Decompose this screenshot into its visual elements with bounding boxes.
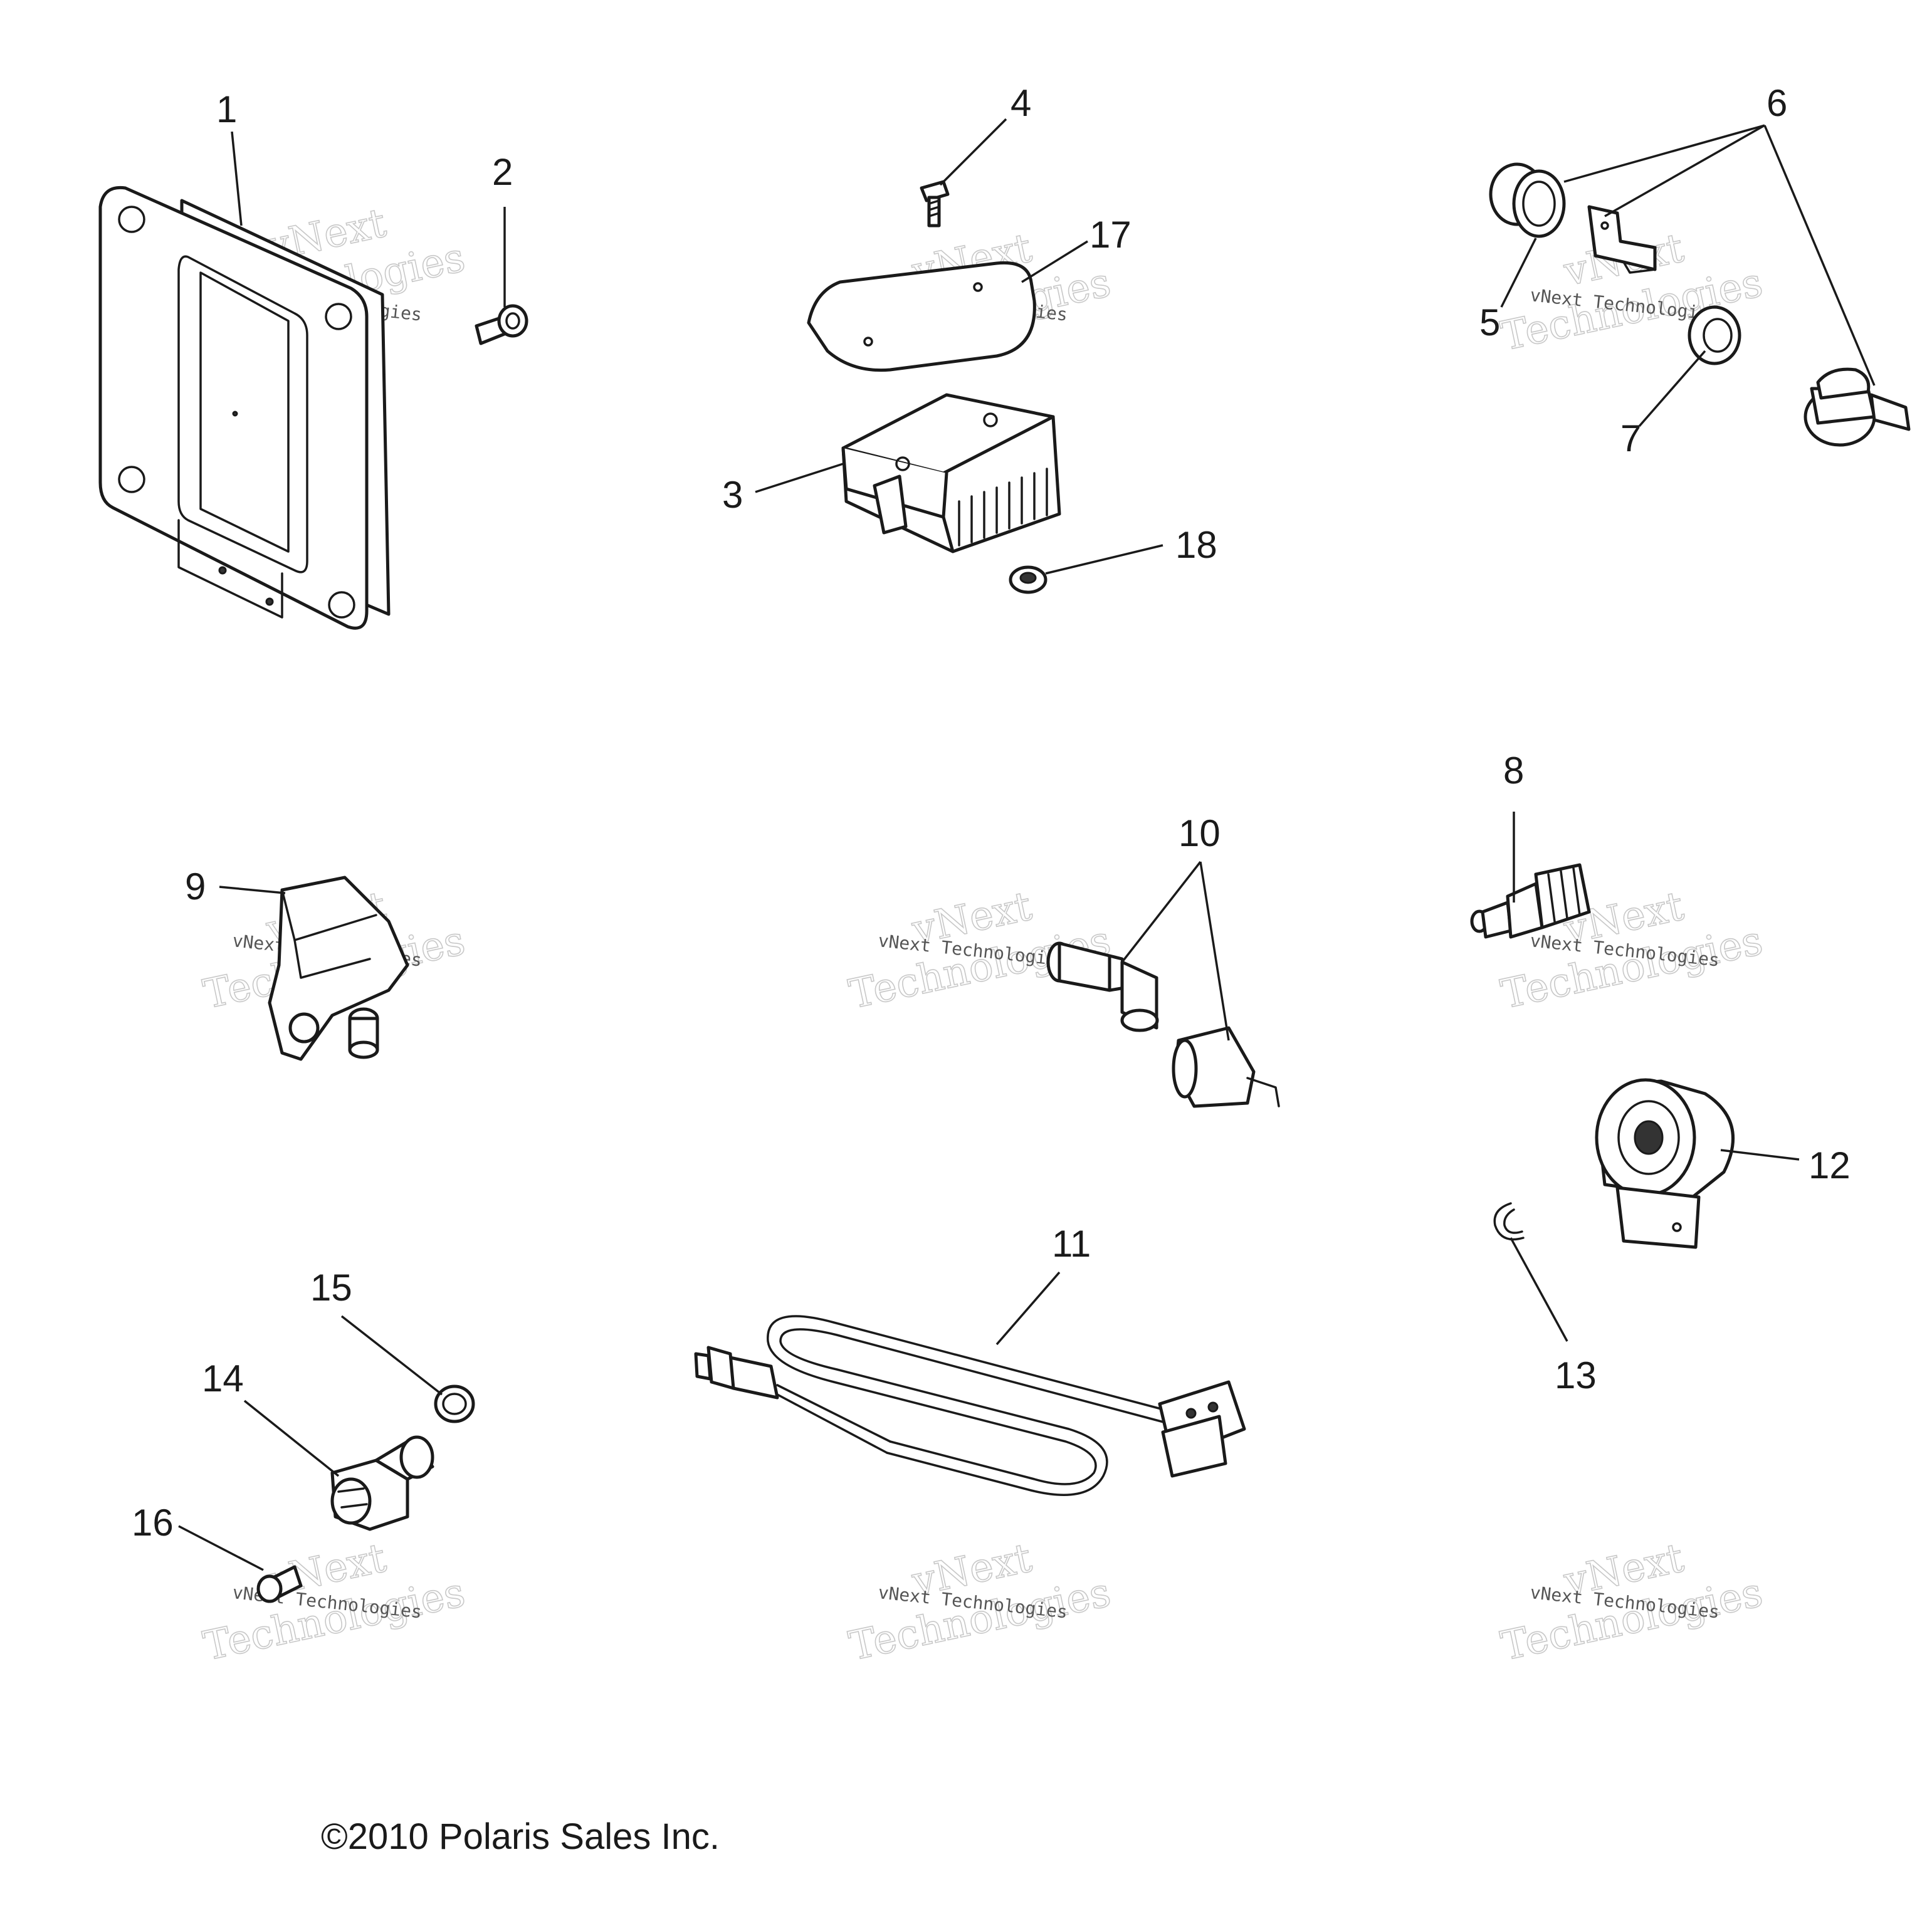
leader-4: [939, 118, 1007, 186]
part-8-switch: [1470, 863, 1591, 939]
leader-1: [231, 131, 243, 226]
part-1-ecu: [98, 186, 391, 630]
callout-12: 12: [1809, 1144, 1851, 1186]
part-6-sensor: [1803, 367, 1911, 447]
callout-14: 14: [202, 1358, 244, 1400]
leader-10a: [1121, 861, 1202, 963]
leader-7: [1638, 350, 1706, 427]
leader-3: [755, 463, 844, 493]
part-16-bolt: [256, 1565, 303, 1603]
part-6-tab: [1587, 205, 1657, 274]
leader-17: [1021, 240, 1088, 283]
part-4-bolt: [920, 180, 950, 228]
leader-6c: [1763, 125, 1876, 386]
leader-14: [243, 1400, 340, 1477]
callout-1: 1: [216, 88, 237, 130]
leader-13: [1509, 1237, 1568, 1342]
part-12-knock-sensor: [1595, 1078, 1735, 1249]
part-10-boot: [1172, 1026, 1280, 1108]
callout-18: 18: [1175, 524, 1217, 566]
leader-6b: [1604, 124, 1765, 217]
part-2-screw: [475, 304, 528, 345]
callout-9: 9: [185, 866, 206, 908]
part-15-oring: [434, 1384, 475, 1423]
part-5-boot: [1489, 162, 1566, 238]
callout-2: 2: [492, 151, 513, 193]
part-10-temp-sensor: [1046, 941, 1159, 1032]
callout-8: 8: [1503, 750, 1524, 792]
callout-3: 3: [722, 474, 743, 516]
part-17-gasket: [807, 261, 1036, 372]
callout-10: 10: [1179, 812, 1221, 854]
part-7-grommet: [1688, 305, 1741, 365]
leader-9: [219, 886, 286, 894]
callout-7: 7: [1620, 417, 1641, 459]
leader-15: [340, 1315, 443, 1396]
part-14-cam-sensor: [330, 1435, 434, 1531]
part-18-nut: [1009, 565, 1047, 594]
part-13-clip: [1493, 1202, 1525, 1241]
leader-18: [1045, 544, 1163, 575]
callout-4: 4: [1011, 82, 1031, 124]
part-9-map-sensor: [268, 876, 409, 1061]
part-3-regulator: [841, 393, 1061, 553]
callout-15: 15: [310, 1267, 352, 1309]
leader-11: [995, 1271, 1061, 1346]
callout-17: 17: [1089, 214, 1131, 256]
leader-6a: [1563, 124, 1765, 183]
callout-13: 13: [1555, 1354, 1597, 1396]
callout-5: 5: [1479, 301, 1500, 343]
leader-12: [1720, 1149, 1800, 1161]
leader-5: [1500, 238, 1537, 308]
callout-16: 16: [132, 1502, 174, 1544]
callout-11: 11: [1052, 1223, 1091, 1265]
leader-16: [178, 1525, 264, 1571]
callout-6: 6: [1767, 82, 1787, 124]
leader-10b: [1199, 861, 1230, 1041]
part-11-harness: [694, 1315, 1246, 1496]
copyright-notice: ©2010 Polaris Sales Inc.: [321, 1816, 720, 1857]
